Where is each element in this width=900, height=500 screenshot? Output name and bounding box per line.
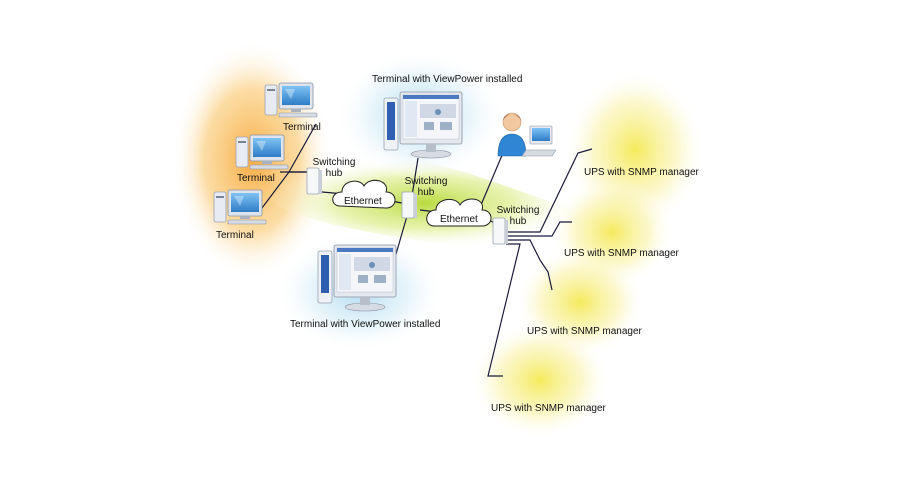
ups-label: UPS with SNMP manager: [491, 403, 606, 414]
ethernet-label: Ethernet: [440, 214, 478, 225]
terminal-label: Terminal: [216, 230, 254, 241]
terminal-label: Terminal: [283, 122, 321, 133]
terminal-label: Terminal: [237, 173, 275, 184]
switching-hub-label: Switching hub: [496, 205, 540, 227]
switching-hub-label: Switching hub: [312, 157, 356, 179]
ethernet-label: Ethernet: [344, 196, 382, 207]
ups-4-glow: [470, 322, 610, 438]
ups-label: UPS with SNMP manager: [527, 326, 642, 337]
user-icon: [497, 112, 557, 157]
switching-hub-label: Switching hub: [404, 176, 448, 198]
ups-label: UPS with SNMP manager: [584, 167, 699, 178]
ups-label: UPS with SNMP manager: [564, 248, 679, 259]
ethernet-cloud-icon: [332, 179, 396, 209]
viewpower-label: Terminal with ViewPower installed: [290, 319, 441, 330]
viewpower-label: Terminal with ViewPower installed: [372, 74, 523, 85]
ethernet-cloud-icon: [426, 198, 492, 227]
